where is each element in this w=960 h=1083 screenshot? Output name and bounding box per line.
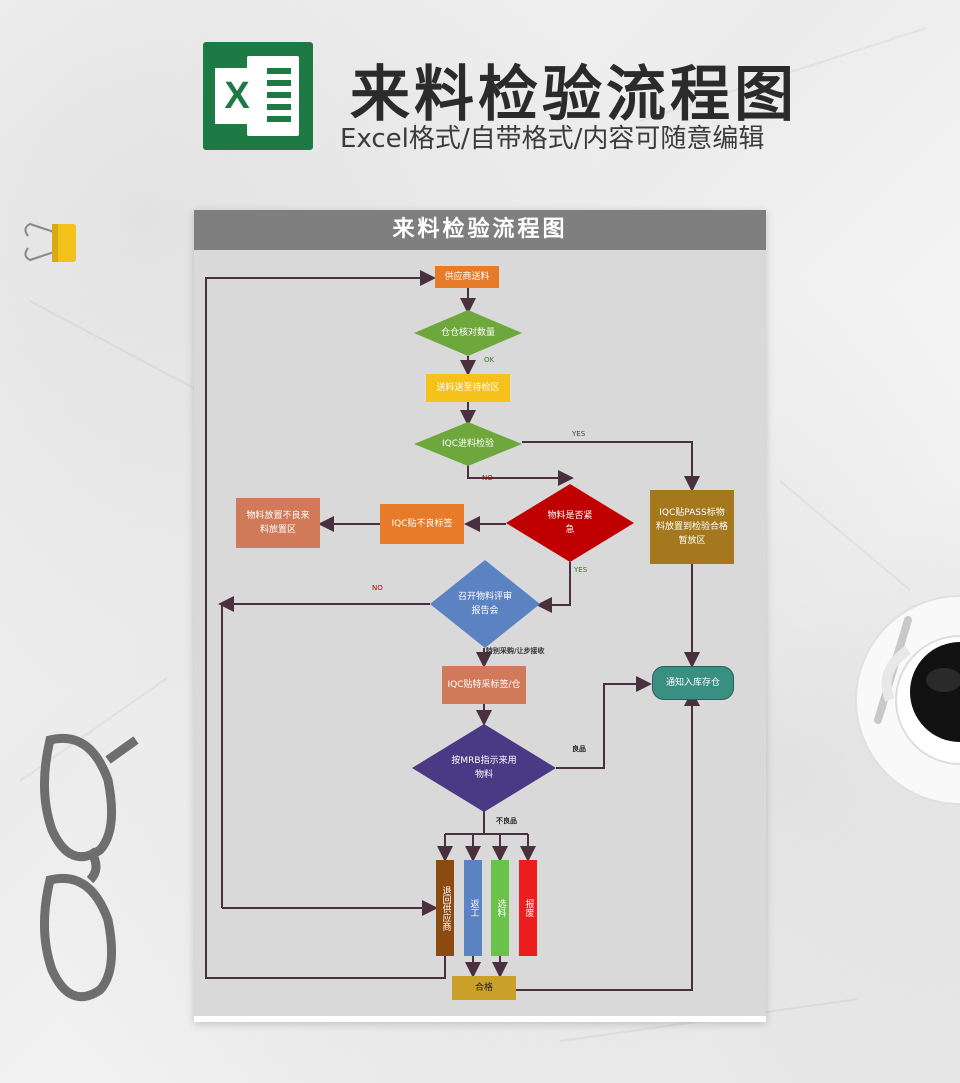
node-warehouse-check: 仓仓核对数量 (414, 310, 522, 356)
node-iqc-inspect-label: IQC进料检验 (414, 422, 522, 466)
node-mrb-decision-label: 按MRB指示来用物料 (412, 724, 556, 812)
node-to-inspection-area: 送料送至待检区 (426, 374, 510, 402)
node-rework: 返工 (464, 860, 482, 956)
node-supplier-delivery: 供应商送料 (435, 266, 499, 288)
excel-logo-letter: X (215, 68, 259, 124)
label-good: 良品 (572, 744, 586, 754)
coffee-cup-icon (848, 590, 960, 810)
binder-clip-icon (22, 218, 82, 268)
node-defect-area: 物料放置不良来料放置区 (236, 498, 320, 548)
label-special-accept: 特别采购/让步接收 (486, 646, 545, 656)
label-no: NO (482, 474, 493, 482)
node-mrb-decision: 按MRB指示来用物料 (412, 724, 556, 812)
label-yes: YES (572, 430, 585, 438)
node-iqc-pass: IQC贴PASS标物料放置到检验合格暂放区 (650, 490, 734, 564)
node-qualified: 合格 (452, 976, 516, 1000)
label-no-review: NO (372, 584, 383, 592)
label-yes-urgent: YES (574, 566, 587, 574)
node-return-supplier: 退回供应商 (436, 860, 454, 956)
node-iqc-defect-label: IQC贴不良标签 (380, 504, 464, 544)
node-special-label: IQC贴特采标签/仓 (442, 666, 526, 704)
label-bad: 不良品 (496, 816, 517, 826)
node-scrap: 报废 (519, 860, 537, 956)
flowchart-sheet: 来料检验流程图 (194, 210, 766, 1022)
glasses-icon (30, 720, 140, 1010)
page-subtitle: Excel格式/自带格式/内容可随意编辑 (340, 118, 764, 155)
node-notify-storage: 通知入库存仓 (652, 666, 734, 700)
label-ok: OK (484, 356, 494, 364)
node-urgent-check-label: 物料是否紧急 (506, 484, 634, 562)
node-urgent-check: 物料是否紧急 (506, 484, 634, 562)
node-review: 召开物料评审报告会 (430, 560, 540, 648)
node-sort: 选料 (491, 860, 509, 956)
node-review-label: 召开物料评审报告会 (430, 560, 540, 648)
node-iqc-inspect: IQC进料检验 (414, 422, 522, 466)
node-warehouse-check-label: 仓仓核对数量 (414, 310, 522, 356)
excel-logo-icon: X (203, 42, 313, 150)
